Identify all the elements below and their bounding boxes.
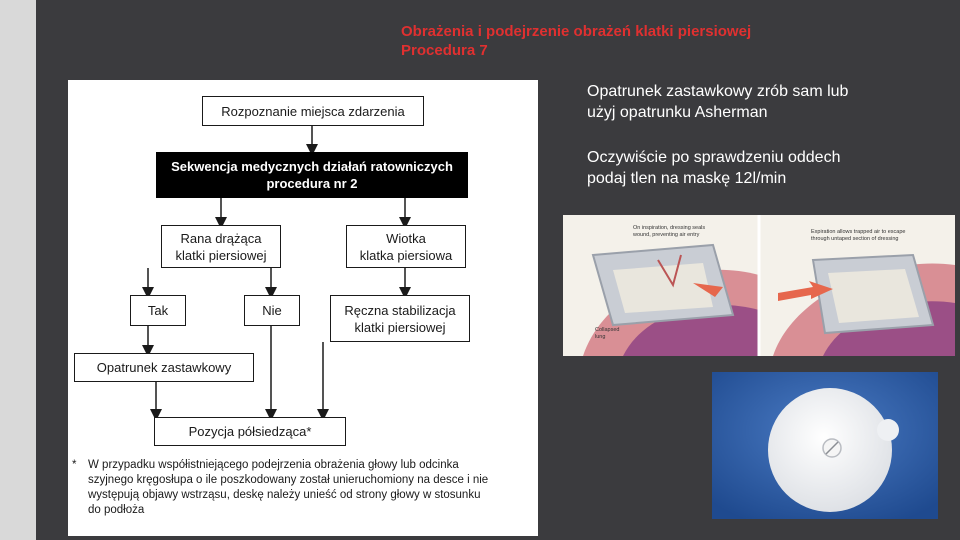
chest-seal-drawing <box>712 372 938 519</box>
sequence-label-line-2: procedura nr 2 <box>266 175 357 192</box>
caption-expiration: Expiration allows trapped air to escape … <box>811 229 905 243</box>
footnote-star: * <box>72 458 76 473</box>
flail-chest-box: Wiotka klatka piersiowa <box>346 225 466 268</box>
sequence-label-line-1: Sekwencja medycznych działań ratowniczyc… <box>171 158 453 175</box>
footnote-line-3: występują objawy wstrząsu, deskę należy … <box>88 488 488 503</box>
flail-label-line-2: klatka piersiowa <box>360 247 453 264</box>
no-box: Nie <box>244 295 300 326</box>
title-line-2: Procedura 7 <box>401 41 861 60</box>
stabilization-label-line-1: Ręczna stabilizacja <box>344 302 455 319</box>
dressing-note-line-2: użyj opatrunku Asherman <box>587 102 848 123</box>
caption-lung-line-2: lung <box>595 334 619 341</box>
footnote-line-1: W przypadku współistniejącego podejrzeni… <box>88 458 488 473</box>
oxygen-note-line-2: podaj tlen na maskę 12l/min <box>587 168 840 189</box>
recognition-box: Rozpoznanie miejsca zdarzenia <box>202 96 424 126</box>
no-label: Nie <box>262 302 282 319</box>
recognition-label: Rozpoznanie miejsca zdarzenia <box>221 103 405 120</box>
slide-title: Obrażenia i podejrzenie obrażeń klatki p… <box>401 22 861 60</box>
footnote-line-4: do podłoża <box>88 503 488 518</box>
dressing-note: Opatrunek zastawkowy zrób sam lub użyj o… <box>587 81 848 123</box>
caption-inspiration-line-2: wound, preventing air entry <box>633 232 705 239</box>
valve-dressing-illustration: On inspiration, dressing seals wound, pr… <box>563 215 955 356</box>
stabilization-box: Ręczna stabilizacja klatki piersiowej <box>330 295 470 342</box>
valve-dressing-label: Opatrunek zastawkowy <box>97 359 231 376</box>
caption-inspiration-line-1: On inspiration, dressing seals <box>633 225 705 232</box>
yes-box: Tak <box>130 295 186 326</box>
position-box: Pozycja półsiedząca* <box>154 417 346 446</box>
caption-expiration-line-1: Expiration allows trapped air to escape <box>811 229 905 236</box>
wound-label-line-1: Rana drążąca <box>181 230 262 247</box>
caption-collapsed-lung: Collapsed lung <box>595 327 619 341</box>
sequence-box: Sekwencja medycznych działań ratowniczyc… <box>156 152 468 198</box>
stabilization-label-line-2: klatki piersiowej <box>354 319 445 336</box>
asherman-chest-seal-photo <box>712 372 938 519</box>
oxygen-note-line-1: Oczywiście po sprawdzeniu oddech <box>587 147 840 168</box>
footnote-line-2: szyjnego kręgosłupa o ile poszkodowany z… <box>88 473 488 488</box>
title-line-1: Obrażenia i podejrzenie obrażeń klatki p… <box>401 22 861 41</box>
caption-inspiration: On inspiration, dressing seals wound, pr… <box>633 225 705 239</box>
flowchart-panel: Rozpoznanie miejsca zdarzenia Sekwencja … <box>68 80 538 536</box>
left-accent-bar <box>0 0 36 540</box>
valve-dressing-box: Opatrunek zastawkowy <box>74 353 254 382</box>
caption-lung-line-1: Collapsed <box>595 327 619 334</box>
oxygen-note: Oczywiście po sprawdzeniu oddech podaj t… <box>587 147 840 189</box>
wound-box: Rana drążąca klatki piersiowej <box>161 225 281 268</box>
wound-label-line-2: klatki piersiowej <box>175 247 266 264</box>
caption-expiration-line-2: through untaped section of dressing <box>811 236 905 243</box>
yes-label: Tak <box>148 302 168 319</box>
dressing-note-line-1: Opatrunek zastawkowy zrób sam lub <box>587 81 848 102</box>
position-label: Pozycja półsiedząca* <box>189 423 312 440</box>
flail-label-line-1: Wiotka <box>386 230 426 247</box>
